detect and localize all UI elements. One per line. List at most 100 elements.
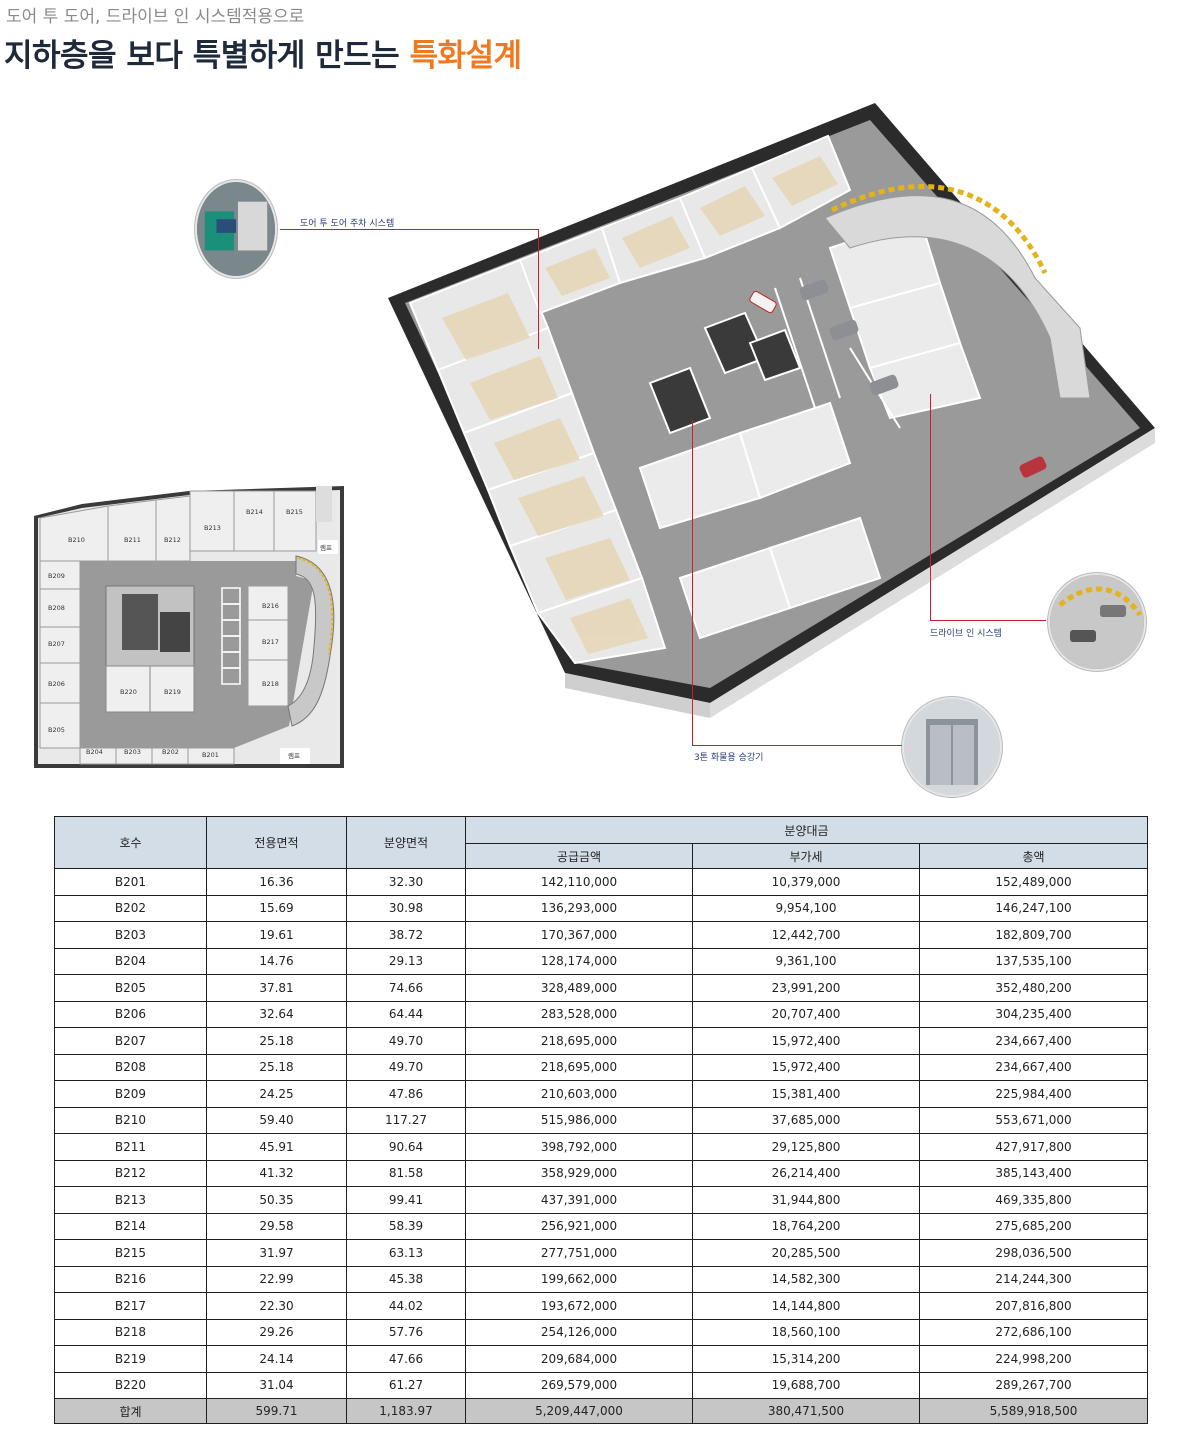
header-exclusive-area: 전용면적	[206, 816, 347, 869]
floorplan-b209: B209	[48, 572, 65, 580]
table-cell: 256,921,000	[465, 1212, 693, 1240]
table-cell: 12,442,700	[692, 921, 920, 949]
table-cell: 9,954,100	[692, 894, 920, 922]
floorplan-b203: B203	[124, 748, 141, 756]
page-subtitle: 도어 투 도어, 드라이브 인 시스템적용으로	[6, 7, 305, 27]
header-total: 총액	[918, 843, 1149, 869]
table-cell: B203	[54, 921, 207, 949]
table-cell: 90.64	[346, 1133, 466, 1161]
header-unit: 호수	[54, 816, 207, 869]
header-vat: 부가세	[692, 843, 920, 869]
table-cell: 29.13	[346, 947, 466, 975]
table-cell: 15,314,200	[692, 1345, 920, 1373]
table-cell: 269,579,000	[465, 1371, 693, 1399]
table-cell: 31.97	[206, 1239, 347, 1267]
table-cell: 58.39	[346, 1212, 466, 1240]
table-cell: 47.66	[346, 1345, 466, 1373]
table-cell: 18,764,200	[692, 1212, 920, 1240]
footer-cell: 5,209,447,000	[465, 1398, 693, 1424]
elevator-label: 3톤 화물용 승강기	[694, 753, 764, 763]
table-cell: 31.04	[206, 1371, 347, 1399]
table-cell: B219	[54, 1345, 207, 1373]
table-cell: 14,144,800	[692, 1292, 920, 1320]
table-cell: 99.41	[346, 1186, 466, 1214]
table-cell: B208	[54, 1053, 207, 1081]
table-cell: B210	[54, 1106, 207, 1134]
floorplan-b210: B210	[68, 536, 85, 544]
floorplan-b212: B212	[164, 536, 181, 544]
door-to-door-label: 도어 투 도어 주차 시스템	[300, 219, 395, 229]
table-cell: 81.58	[346, 1159, 466, 1187]
table-cell: 515,986,000	[465, 1106, 693, 1134]
table-cell: 20,707,400	[692, 1000, 920, 1028]
table-cell: B217	[54, 1292, 207, 1320]
table-cell: 25.18	[206, 1053, 347, 1081]
floorplan-b219: B219	[164, 688, 181, 696]
table-cell: B205	[54, 974, 207, 1002]
table-cell: 15,972,400	[692, 1053, 920, 1081]
table-cell: 49.70	[346, 1053, 466, 1081]
isometric-floor-plan	[388, 103, 1155, 718]
door-to-door-photo	[195, 180, 277, 278]
floorplan-ramp-1: 램프	[320, 544, 332, 552]
floorplan-b206: B206	[48, 680, 65, 688]
table-cell: 31,944,800	[692, 1186, 920, 1214]
table-cell: 61.27	[346, 1371, 466, 1399]
table-cell: 30.98	[346, 894, 466, 922]
table-cell: 15,972,400	[692, 1027, 920, 1055]
table-cell: 234,667,400	[918, 1053, 1149, 1081]
table-cell: 352,480,200	[918, 974, 1149, 1002]
table-cell: 469,335,800	[918, 1186, 1149, 1214]
table-cell: 210,603,000	[465, 1080, 693, 1108]
table-cell: 49.70	[346, 1027, 466, 1055]
title-accent: 특화설계	[409, 38, 522, 74]
floorplan-b213: B213	[204, 524, 221, 532]
table-footer-row: 합계 599.71 1,183.97 5,209,447,000 380,471…	[54, 1398, 1149, 1424]
table-cell: 14,582,300	[692, 1265, 920, 1293]
floorplan-b214: B214	[246, 508, 263, 516]
table-cell: 328,489,000	[465, 974, 693, 1002]
table-cell: 63.13	[346, 1239, 466, 1267]
table-cell: 32.30	[346, 868, 466, 896]
floorplan-b211: B211	[124, 536, 141, 544]
table-cell: 398,792,000	[465, 1133, 693, 1161]
drive-in-label: 드라이브 인 시스템	[930, 629, 1002, 639]
table-cell: 136,293,000	[465, 894, 693, 922]
table-cell: 45.38	[346, 1265, 466, 1293]
table-cell: 170,367,000	[465, 921, 693, 949]
table-cell: 146,247,100	[918, 894, 1149, 922]
floorplan-b217: B217	[262, 638, 279, 646]
table-cell: B213	[54, 1186, 207, 1214]
drive-in-photo	[1048, 573, 1146, 671]
floor-plan-map: B210 B211 B212 B213 B214 B215 B209 B208 …	[34, 486, 344, 768]
table-cell: 218,695,000	[465, 1053, 693, 1081]
table-cell: 19,688,700	[692, 1371, 920, 1399]
table-cell: 218,695,000	[465, 1027, 693, 1055]
table-cell: 23,991,200	[692, 974, 920, 1002]
table-cell: B212	[54, 1159, 207, 1187]
table-cell: 38.72	[346, 921, 466, 949]
table-cell: B209	[54, 1080, 207, 1108]
table-cell: 152,489,000	[918, 868, 1149, 896]
table-cell: B220	[54, 1371, 207, 1399]
table-cell: 25.18	[206, 1027, 347, 1055]
table-cell: 207,816,800	[918, 1292, 1149, 1320]
floorplan-b201: B201	[202, 751, 219, 759]
table-cell: 29.26	[206, 1318, 347, 1346]
elevator-photo	[902, 697, 1002, 797]
table-cell: 29.58	[206, 1212, 347, 1240]
table-cell: 16.36	[206, 868, 347, 896]
table-cell: 128,174,000	[465, 947, 693, 975]
footer-cell: 380,471,500	[692, 1398, 920, 1424]
table-cell: 427,917,800	[918, 1133, 1149, 1161]
floorplan-b207: B207	[48, 640, 65, 648]
table-cell: 64.44	[346, 1000, 466, 1028]
table-cell: 74.66	[346, 974, 466, 1002]
